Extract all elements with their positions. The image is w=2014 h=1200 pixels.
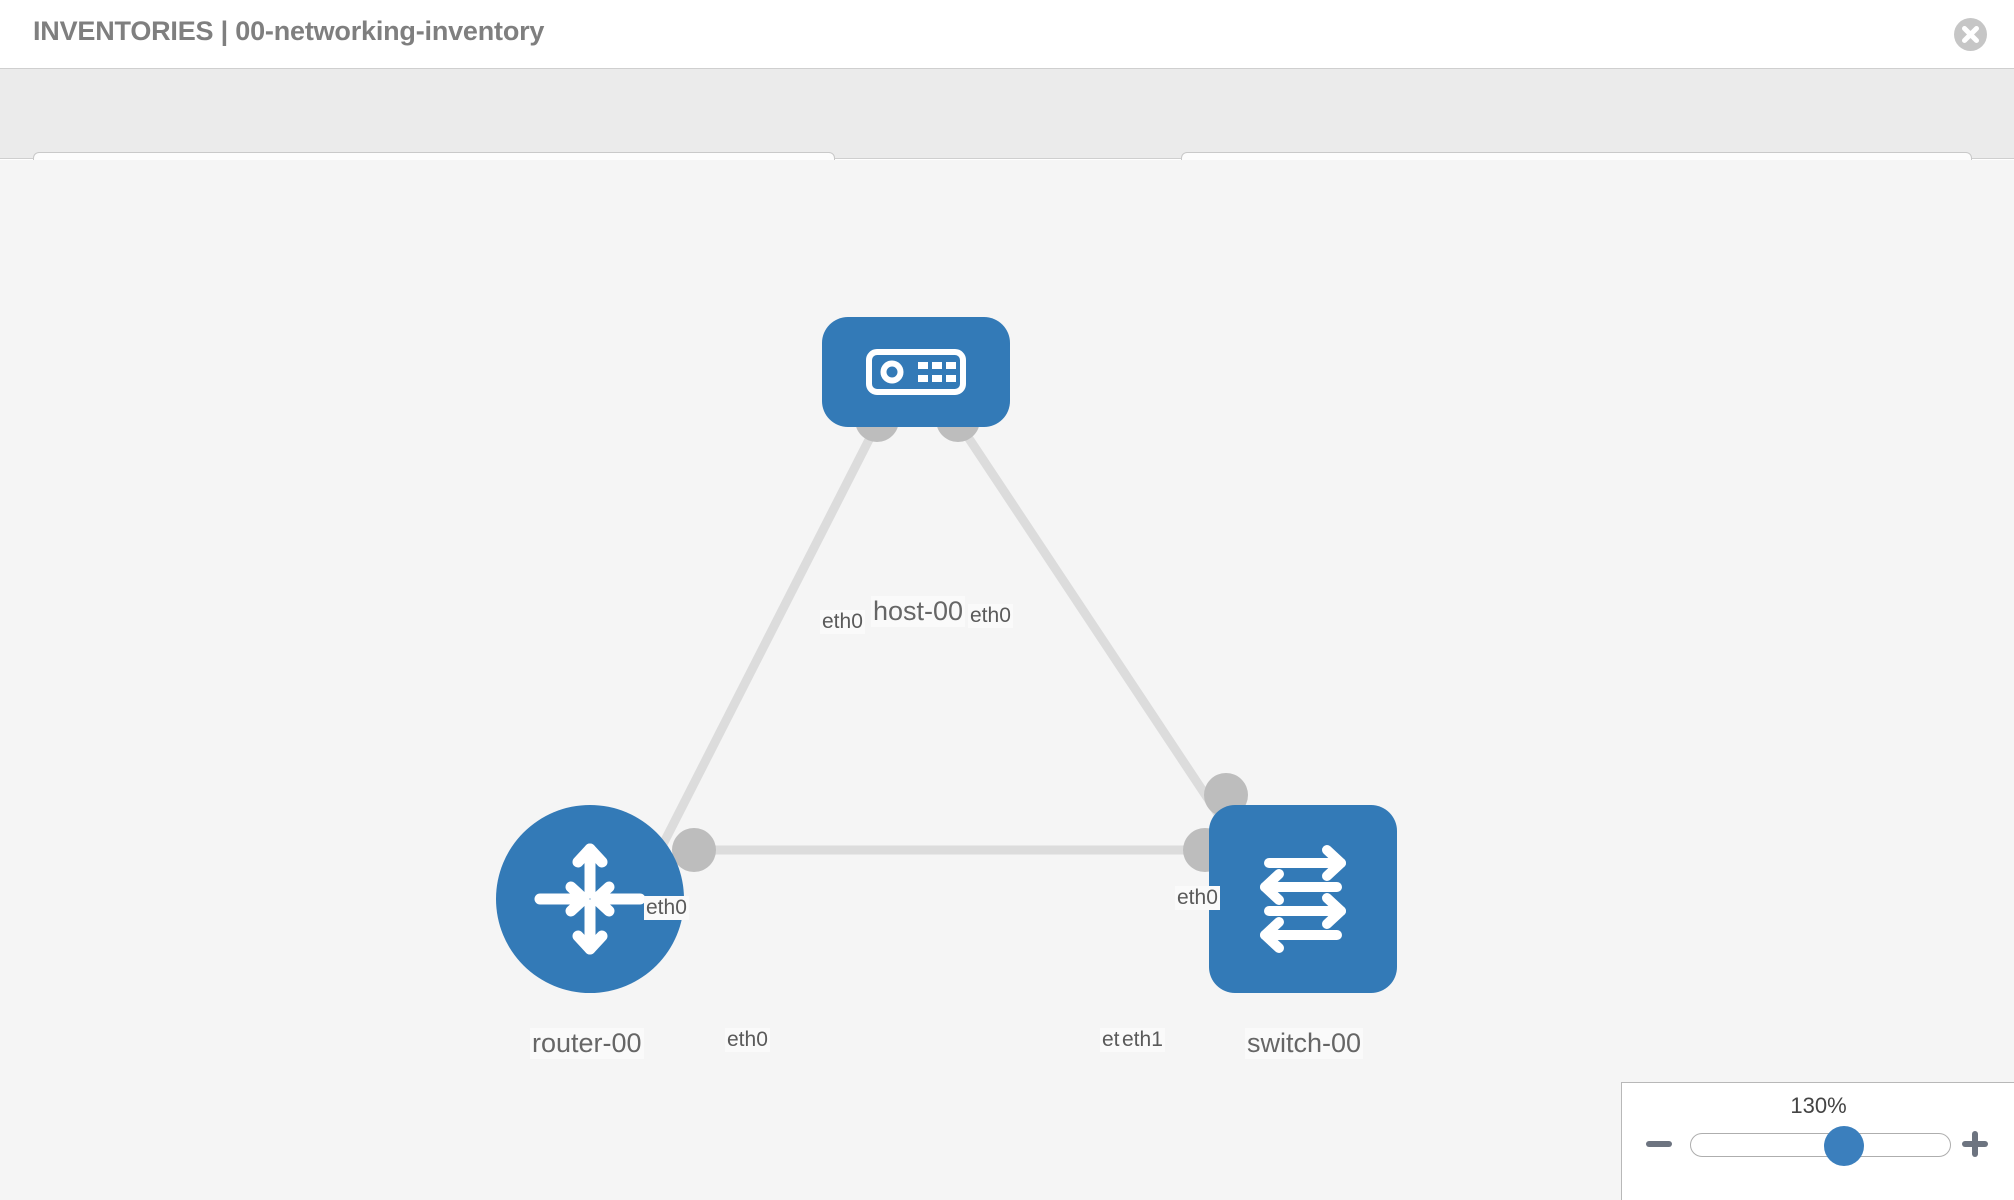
router-arrows-icon <box>534 843 646 955</box>
zoom-slider-thumb[interactable] <box>1823 1126 1864 1166</box>
interface-label-host-right: eth0 <box>968 604 1013 629</box>
zoom-out-button[interactable] <box>1643 1128 1675 1160</box>
interface-nub-router-right[interactable] <box>672 828 716 872</box>
interface-label-router-up: eth0 <box>644 896 689 921</box>
node-label-router-00: router-00 <box>530 1028 644 1059</box>
toolbar: ACTIONS SEARCH <box>0 69 2014 204</box>
zoom-panel: 130% <box>1621 1082 2014 1200</box>
node-label-switch-00: switch-00 <box>1245 1028 1364 1059</box>
zoom-level-value: 130% <box>1790 1093 1847 1118</box>
title-bar: INVENTORIES | 00-networking-inventory <box>0 0 2014 69</box>
zoom-in-button[interactable] <box>1959 1128 1991 1160</box>
node-host-00[interactable] <box>822 317 1010 427</box>
server-icon <box>866 349 966 395</box>
page-title: INVENTORIES | 00-networking-inventory <box>33 16 545 46</box>
plus-icon <box>1962 1131 1988 1157</box>
topology-canvas[interactable]: host-00 router-00 switch-00 eth0 eth0 et… <box>0 160 2014 1200</box>
topology-links <box>650 419 1246 863</box>
node-label-host-00: host-00 <box>871 596 966 627</box>
minus-icon <box>1646 1141 1672 1147</box>
close-icon[interactable] <box>1954 18 1987 51</box>
switch-arrows-icon <box>1260 845 1346 953</box>
interface-label-host-left: eth0 <box>820 610 865 635</box>
node-switch-00[interactable] <box>1209 805 1397 993</box>
interface-label-router-right: eth0 <box>725 1028 770 1053</box>
interface-label-switch-left: eth1 <box>1120 1028 1165 1053</box>
interface-label-switch-up: eth0 <box>1175 886 1220 911</box>
zoom-slider-track[interactable] <box>1690 1126 1951 1166</box>
